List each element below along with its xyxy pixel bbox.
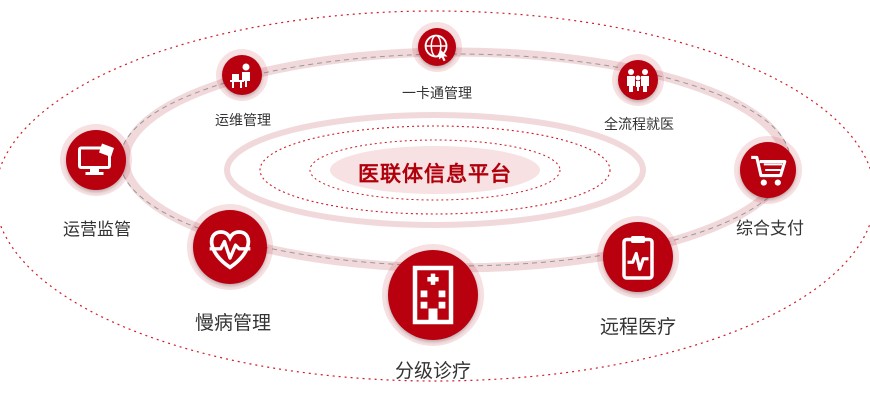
desk-worker-icon — [230, 63, 250, 88]
monitor-icon — [78, 143, 114, 175]
globe-cursor-icon — [424, 34, 448, 62]
remote-node[interactable] — [603, 222, 673, 292]
tiered-label: 分级诊疗 — [394, 360, 472, 382]
inner-dotted-ring-2 — [309, 139, 561, 201]
chronic-label: 慢病管理 — [194, 312, 272, 334]
chronic-node[interactable] — [193, 210, 267, 284]
card-node[interactable] — [418, 28, 456, 66]
visit-label: 全流程就医 — [604, 117, 674, 133]
card-label: 一卡通管理 — [402, 86, 472, 102]
outer-dotted-ring — [0, 10, 870, 382]
heart-pulse-icon — [209, 230, 251, 270]
pay-label: 综合支付 — [736, 219, 804, 239]
middle-ring — [224, 112, 646, 228]
ops-label: 运维管理 — [215, 113, 271, 129]
remote-label: 远程医疗 — [599, 316, 677, 338]
shopping-cart-icon — [751, 155, 787, 186]
center-title: 医联体信息平台 — [358, 162, 512, 186]
hospital-building-icon — [412, 265, 454, 325]
inner-dotted-ring — [259, 125, 611, 215]
clipboard-ecg-icon — [622, 236, 654, 280]
monitor-label: 运营监管 — [63, 220, 131, 240]
tiered-node[interactable] — [388, 250, 478, 340]
visit-node[interactable] — [618, 60, 658, 100]
family-icon — [627, 69, 649, 92]
ops-node[interactable] — [222, 55, 262, 95]
pay-node[interactable] — [740, 142, 796, 198]
monitor-node[interactable] — [66, 130, 126, 190]
center-glow — [330, 146, 540, 194]
